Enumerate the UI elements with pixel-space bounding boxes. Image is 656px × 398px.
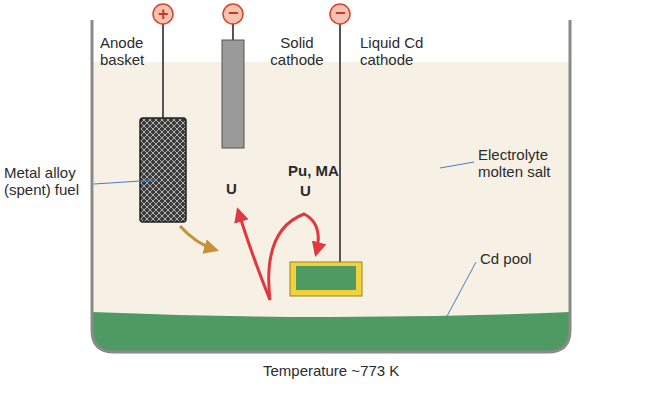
part-label: Solid cathode	[262, 34, 332, 68]
element-label: Pu, MA	[288, 162, 339, 179]
element-label: U	[300, 182, 311, 199]
element-label: U	[226, 180, 237, 197]
terminal-sign: −	[228, 5, 239, 22]
caption-label: Temperature ~773 K	[263, 362, 399, 379]
terminal-sign: −	[335, 5, 346, 22]
part-label: Electrolyte molten salt	[478, 146, 574, 180]
part-label: Liquid Cd cathode	[360, 34, 452, 68]
part-label: Metal alloy (spent) fuel	[4, 164, 92, 198]
part-label: Cd pool	[480, 250, 532, 267]
part-label: Anode basket	[100, 34, 164, 68]
terminal-sign: +	[158, 6, 169, 23]
